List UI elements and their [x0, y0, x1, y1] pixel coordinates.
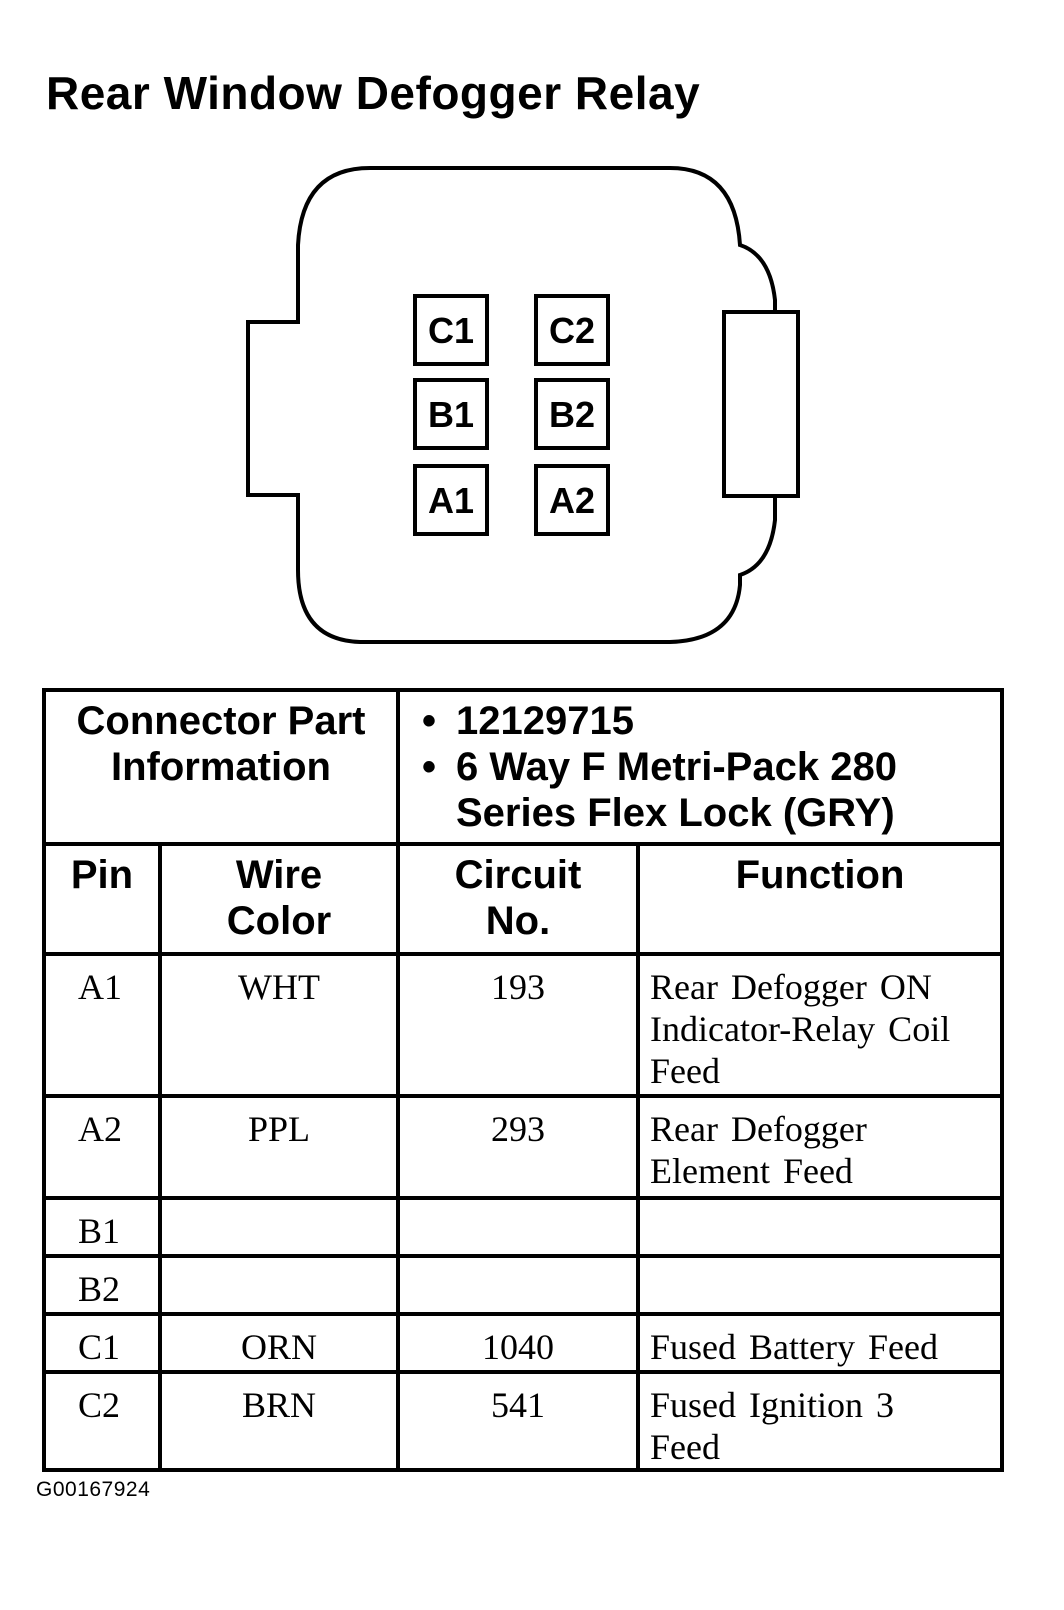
connector-info-label-line2: Information: [111, 745, 331, 789]
pin-label-b2: B2: [549, 394, 595, 435]
connector-description-line1: 6 Way F Metri-Pack 280: [422, 744, 996, 790]
function-cell: Fused Battery Feed: [636, 1312, 1004, 1374]
pin-box-c2: [534, 294, 610, 366]
column-header-pin: Pin: [42, 842, 162, 956]
connector-info-label-line1: Connector Part: [76, 699, 366, 743]
pin-cell: B2: [42, 1254, 162, 1316]
pin-label-c1: C1: [428, 310, 474, 351]
pin-cell: A2: [42, 1094, 162, 1200]
function-line: Rear Defogger ON: [650, 967, 932, 1007]
pin-label-a1: A1: [428, 480, 474, 521]
wire-color-cell: [158, 1254, 400, 1316]
connector-info-row: Connector Part Information 12129715 6 Wa…: [42, 688, 1004, 846]
function-line: Feed: [650, 1427, 720, 1467]
function-cell: [636, 1196, 1004, 1258]
pin-label-c2: C2: [549, 310, 595, 351]
circuit-cell: 1040: [396, 1312, 640, 1374]
pin-cell: C2: [42, 1370, 162, 1472]
wire-color-cell: [158, 1196, 400, 1258]
column-header-pin-text: Pin: [70, 853, 134, 897]
column-header-function: Function: [636, 842, 1004, 956]
pin-box-b1: [413, 378, 489, 450]
part-number: 12129715: [422, 698, 996, 744]
wire-color-cell: BRN: [158, 1370, 400, 1472]
function-line: Fused Ignition 3: [650, 1385, 895, 1425]
circuit-cell: 293: [396, 1094, 640, 1200]
connector-body-outline: [246, 166, 777, 644]
function-line: Element Feed: [650, 1151, 853, 1191]
connector-face-drawing: C1 C2 B1 B2 A1 A2: [246, 166, 800, 644]
table-row: B2: [42, 1254, 1004, 1316]
pin-box-b2: [534, 378, 610, 450]
function-line: Rear Defogger: [650, 1109, 867, 1149]
table-row: A2 PPL 293 Rear Defogger Element Feed: [42, 1094, 1004, 1200]
column-header-wire-color-line1: Wire: [235, 853, 323, 897]
pin-label-b1: B1: [428, 394, 474, 435]
table-row: C1 ORN 1040 Fused Battery Feed: [42, 1312, 1004, 1374]
table-row: C2 BRN 541 Fused Ignition 3 Feed: [42, 1370, 1004, 1472]
wire-color-cell: WHT: [158, 952, 400, 1098]
column-header-wire-color-line2: Color: [226, 899, 332, 943]
pin-box-a2: [534, 464, 610, 536]
pin-cell: C1: [42, 1312, 162, 1374]
wire-color-cell: PPL: [158, 1094, 400, 1200]
connector-latch: [722, 310, 800, 498]
connector-info-values: 12129715 6 Way F Metri-Pack 280 Series F…: [396, 688, 1004, 846]
connector-description-line2: Series Flex Lock (GRY): [456, 791, 895, 835]
figure-id: G00167924: [36, 1478, 151, 1501]
column-header-row: Pin Wire Color Circuit No. Function: [42, 842, 1004, 956]
pin-cell: A1: [42, 952, 162, 1098]
function-cell: Fused Ignition 3 Feed: [636, 1370, 1004, 1472]
pin-box-a1: [413, 464, 489, 536]
column-header-function-text: Function: [735, 853, 905, 897]
pinout-table: Connector Part Information 12129715 6 Wa…: [42, 688, 1004, 1472]
pin-label-a2: A2: [549, 480, 595, 521]
function-line: Indicator-Relay Coil: [650, 1009, 951, 1049]
wire-color-cell: ORN: [158, 1312, 400, 1374]
function-cell: Rear Defogger Element Feed: [636, 1094, 1004, 1200]
pin-box-c1: [413, 294, 489, 366]
circuit-cell: [396, 1254, 640, 1316]
column-header-circuit: Circuit No.: [396, 842, 640, 956]
table-row: A1 WHT 193 Rear Defogger ON Indicator-Re…: [42, 952, 1004, 1098]
connector-diagram: C1 C2 B1 B2 A1 A2: [240, 160, 820, 660]
function-line: Feed: [650, 1051, 720, 1091]
column-header-circuit-line2: No.: [485, 899, 551, 943]
column-header-circuit-line1: Circuit: [454, 853, 582, 897]
pin-cell: B1: [42, 1196, 162, 1258]
table-row: B1: [42, 1196, 1004, 1258]
function-cell: [636, 1254, 1004, 1316]
column-header-wire-color: Wire Color: [158, 842, 400, 956]
diagram-title: Rear Window Defogger Relay: [46, 67, 701, 119]
circuit-cell: 541: [396, 1370, 640, 1472]
connector-info-label: Connector Part Information: [42, 688, 400, 846]
circuit-cell: 193: [396, 952, 640, 1098]
circuit-cell: [396, 1196, 640, 1258]
function-cell: Rear Defogger ON Indicator-Relay Coil Fe…: [636, 952, 1004, 1098]
